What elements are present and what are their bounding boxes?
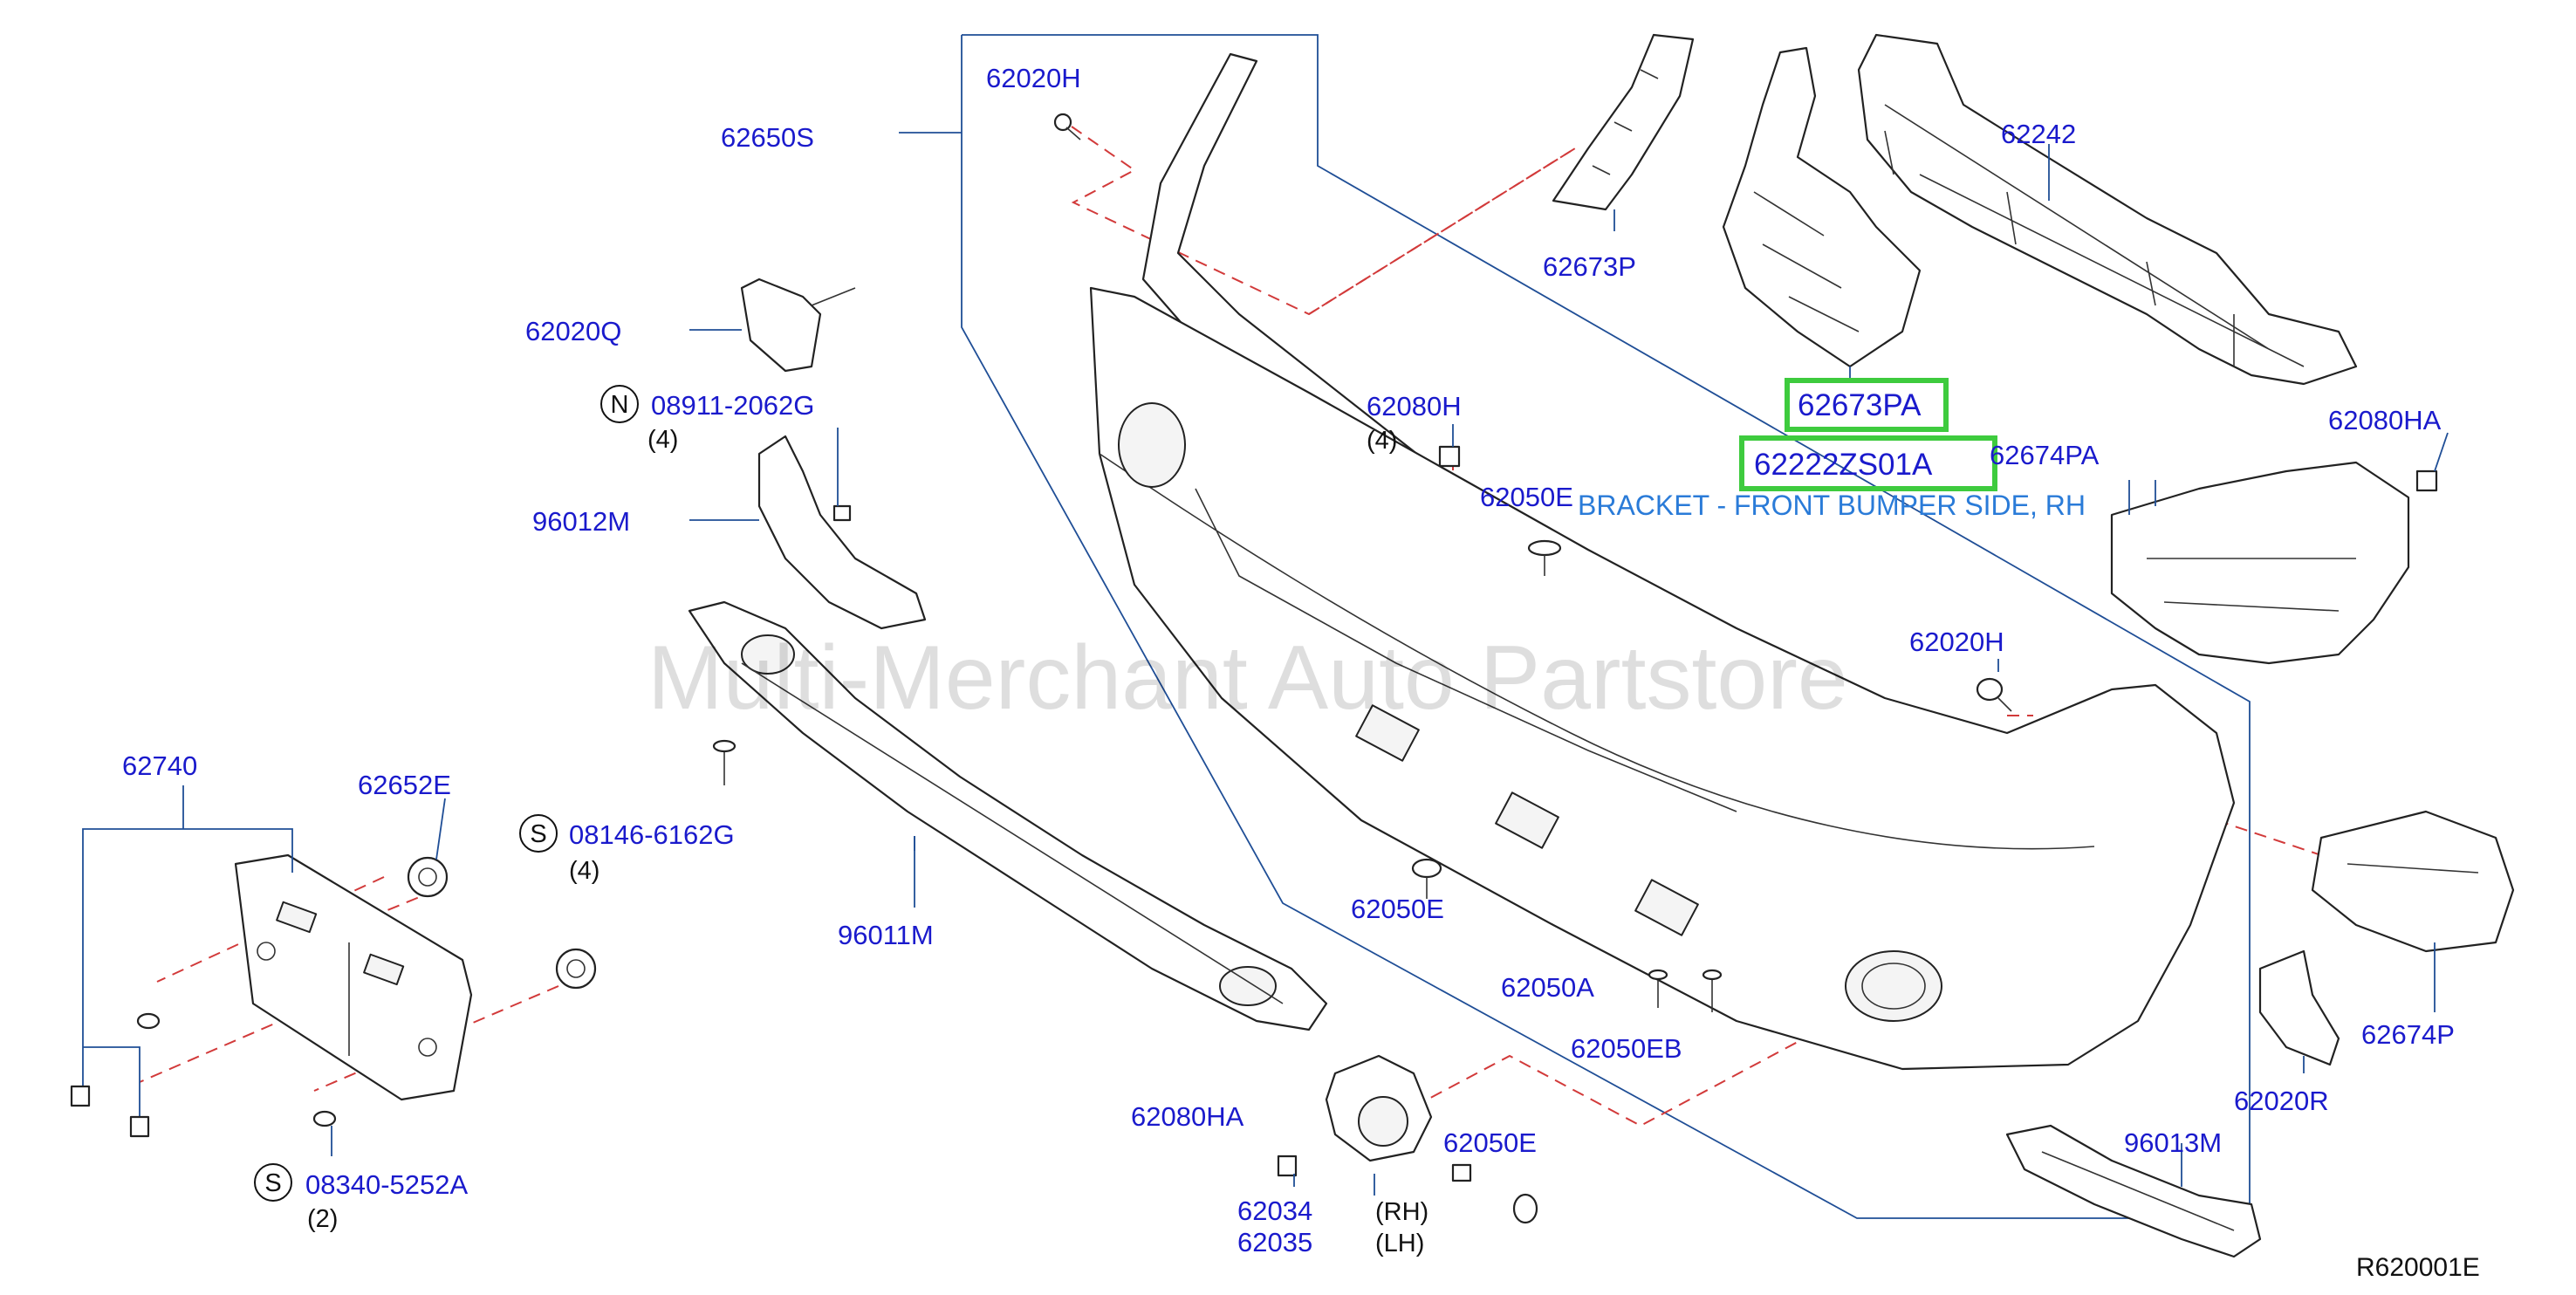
watermark: Multi-Merchant Auto Partstore [647,627,1848,729]
label-62222zs01a[interactable]: 62222ZS01A [1754,448,1933,482]
bracket-62673p [1552,33,1695,211]
bracket-62674p [2311,810,2515,953]
label-62673pa[interactable]: 62673PA [1798,388,1922,422]
label-62020h-right[interactable]: 62020H [1909,627,2004,657]
label-62080ha-right[interactable]: 62080HA [2328,405,2442,435]
label-rh: (RH) [1375,1198,1428,1226]
label-62740[interactable]: 62740 [122,750,197,781]
label-08146-6162g[interactable]: 08146-6162G [569,819,735,850]
front-bumper-fascia [1089,286,2236,1071]
screw-symbol-b [254,1163,292,1202]
label-62650s[interactable]: 62650S [721,122,814,153]
leader-62740 [82,785,293,1117]
highlight-62222zs01a [1739,435,1997,491]
diagram-reference-code: R620001E [2356,1253,2480,1282]
bracket-62674pa [2110,461,2410,665]
beam-62242 [1857,33,2358,386]
label-96011m[interactable]: 96011M [838,920,934,950]
label-62652e[interactable]: 62652E [358,770,451,800]
label-62050e-fog[interactable]: 62050E [1443,1127,1537,1158]
qty-08340: (2) [307,1205,338,1233]
label-62050e-low[interactable]: 62050E [1351,894,1444,924]
bracket-96012m [757,435,927,630]
label-62050eb[interactable]: 62050EB [1571,1033,1682,1064]
label-62242[interactable]: 62242 [2001,119,2076,149]
label-62080h[interactable]: 62080H [1367,391,1462,421]
fog-lamp-62034 [1325,1054,1433,1162]
description-bracket-front-bumper-side-rh: BRACKET - FRONT BUMPER SIDE, RH [1578,490,2086,521]
label-62674pa[interactable]: 62674PA [1990,440,2100,470]
label-62034[interactable]: 62034 [1237,1196,1312,1226]
label-96012m[interactable]: 96012M [532,506,630,537]
label-62020q[interactable]: 62020Q [525,316,621,346]
label-62020h-top[interactable]: 62020H [986,63,1081,93]
label-62020r[interactable]: 62020R [2234,1086,2329,1116]
license-bracket-62740 [234,853,473,1101]
nut-symbol [600,385,639,423]
reinforcement-96011m [688,600,1328,1031]
label-lh: (LH) [1375,1230,1424,1257]
qty-08911: (4) [647,426,678,454]
label-62050e-mid[interactable]: 62050E [1480,482,1573,512]
label-08911-2062g[interactable]: 08911-2062G [651,390,814,421]
label-08340-5252a[interactable]: 08340-5252A [305,1169,468,1200]
label-62673p[interactable]: 62673P [1543,251,1636,282]
qty-62080h: (4) [1367,427,1397,455]
cap-62020q [740,278,856,373]
cover-62020r [2258,949,2340,1066]
bracket-62673pa [1722,46,1922,368]
hardware [70,113,2438,1224]
screw-symbol-b-letter: S [264,1169,281,1197]
highlight-62673pa [1785,378,1949,432]
guide-96013m [2005,1124,2262,1258]
screw-symbol-a-letter: S [530,820,546,848]
label-96013m[interactable]: 96013M [2124,1127,2222,1158]
qty-08146: (4) [569,857,599,885]
label-62080ha-low[interactable]: 62080HA [1131,1101,1244,1132]
leader-lines [331,144,2449,1196]
label-62674p[interactable]: 62674P [2361,1019,2455,1050]
label-62050a[interactable]: 62050A [1501,972,1594,1003]
nut-symbol-letter: N [611,391,629,419]
label-62035[interactable]: 62035 [1237,1227,1312,1257]
screw-symbol-a [519,814,558,853]
